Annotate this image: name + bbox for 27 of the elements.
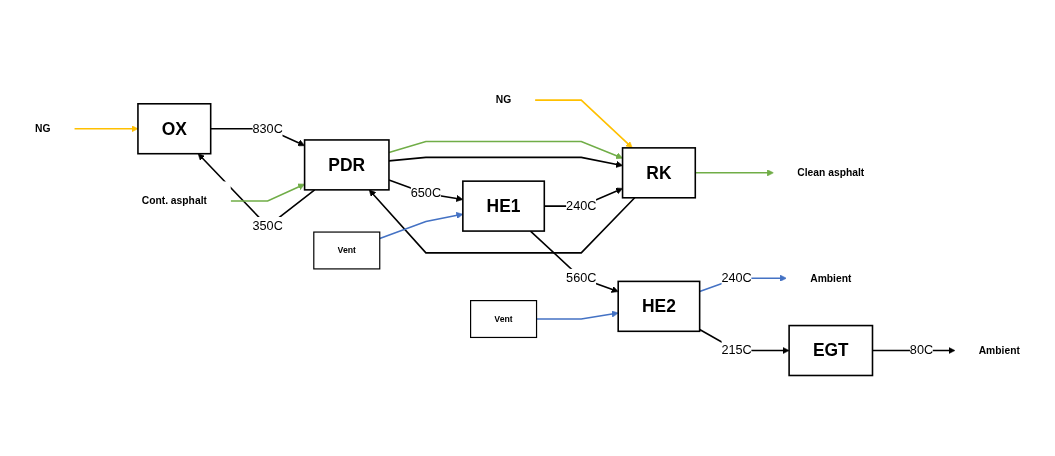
edge-label: 80C [909,343,934,357]
node-box: EGT [788,324,874,377]
node-box: OX [137,103,212,155]
arrow [388,156,623,168]
node-text: NG [495,93,512,106]
edge-label: 240C [566,198,597,213]
edge-label: 560C [566,271,597,285]
node-text: Cont. asphalt [141,194,207,207]
node-box: RK [621,147,697,199]
node-box: PDR [303,139,390,191]
arrow [229,183,305,202]
node-text: Clean asphalt [797,166,865,179]
node-text: NG [35,122,51,135]
edge-label: 650C [410,186,442,200]
edge-label: 215C [721,343,752,357]
node-box: Vent [470,300,538,339]
edge-label: 350C [252,219,283,233]
edge-label: 240C [721,271,752,285]
arrow [534,99,633,149]
node-box: HE1 [462,180,546,232]
arrow [388,140,623,160]
node-text: Ambient [810,272,852,284]
arrow [529,230,619,293]
node-text: Ambient [978,344,1020,357]
edge-label: 830C [252,121,283,136]
node-box: HE2 [617,280,701,333]
node-box: Vent [313,231,381,270]
